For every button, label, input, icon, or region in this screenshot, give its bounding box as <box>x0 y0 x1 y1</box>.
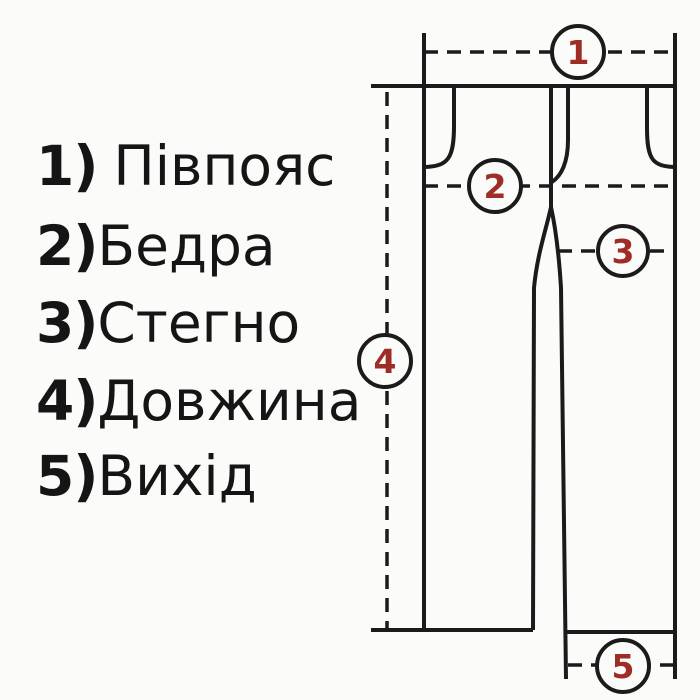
right-pocket-curve <box>645 86 675 169</box>
legend-number-4: 4) <box>36 369 98 433</box>
marker-number-5: 5 <box>612 647 635 686</box>
marker-number-4: 4 <box>374 342 397 381</box>
legend-item-5: 5)Вихід <box>36 443 257 509</box>
marker-5: 5 <box>595 638 651 694</box>
marker-2: 2 <box>467 158 523 214</box>
marker-circle-3 <box>596 224 650 278</box>
legend-label-2: Бедра <box>97 214 276 278</box>
legend-number-1: 1) <box>36 134 98 198</box>
left-inseam <box>531 206 553 631</box>
marker-number-1: 1 <box>567 33 590 72</box>
legend-number-2: 2) <box>36 214 98 278</box>
legend-label-4: Довжина <box>97 369 362 433</box>
marker-number-2: 2 <box>484 167 507 206</box>
legend-item-2: 2)Бедра <box>36 213 276 279</box>
right-inseam <box>549 206 568 680</box>
marker-1: 1 <box>550 24 606 80</box>
marker-circle-1 <box>550 24 606 80</box>
legend-label-1: Півпояс <box>113 134 336 198</box>
legend-number-5: 5) <box>36 444 98 508</box>
left-pocket-curve <box>425 86 456 169</box>
marker-3: 3 <box>596 224 650 278</box>
marker-circle-2 <box>467 158 523 214</box>
marker-number-3: 3 <box>612 232 635 271</box>
marker-4: 4 <box>357 333 413 389</box>
legend-item-3: 3)Стегно <box>36 290 300 356</box>
legend-number-3: 3) <box>36 291 98 355</box>
legend-item-4: 4)Довжина <box>36 368 361 434</box>
marker-circle-4 <box>357 333 413 389</box>
marker-circle-5 <box>595 638 651 694</box>
legend-item-1: 1)Півпояс <box>36 133 335 199</box>
legend-label-3: Стегно <box>97 291 301 355</box>
legend-label-5: Вихід <box>97 444 257 508</box>
fly-curve <box>550 86 570 184</box>
